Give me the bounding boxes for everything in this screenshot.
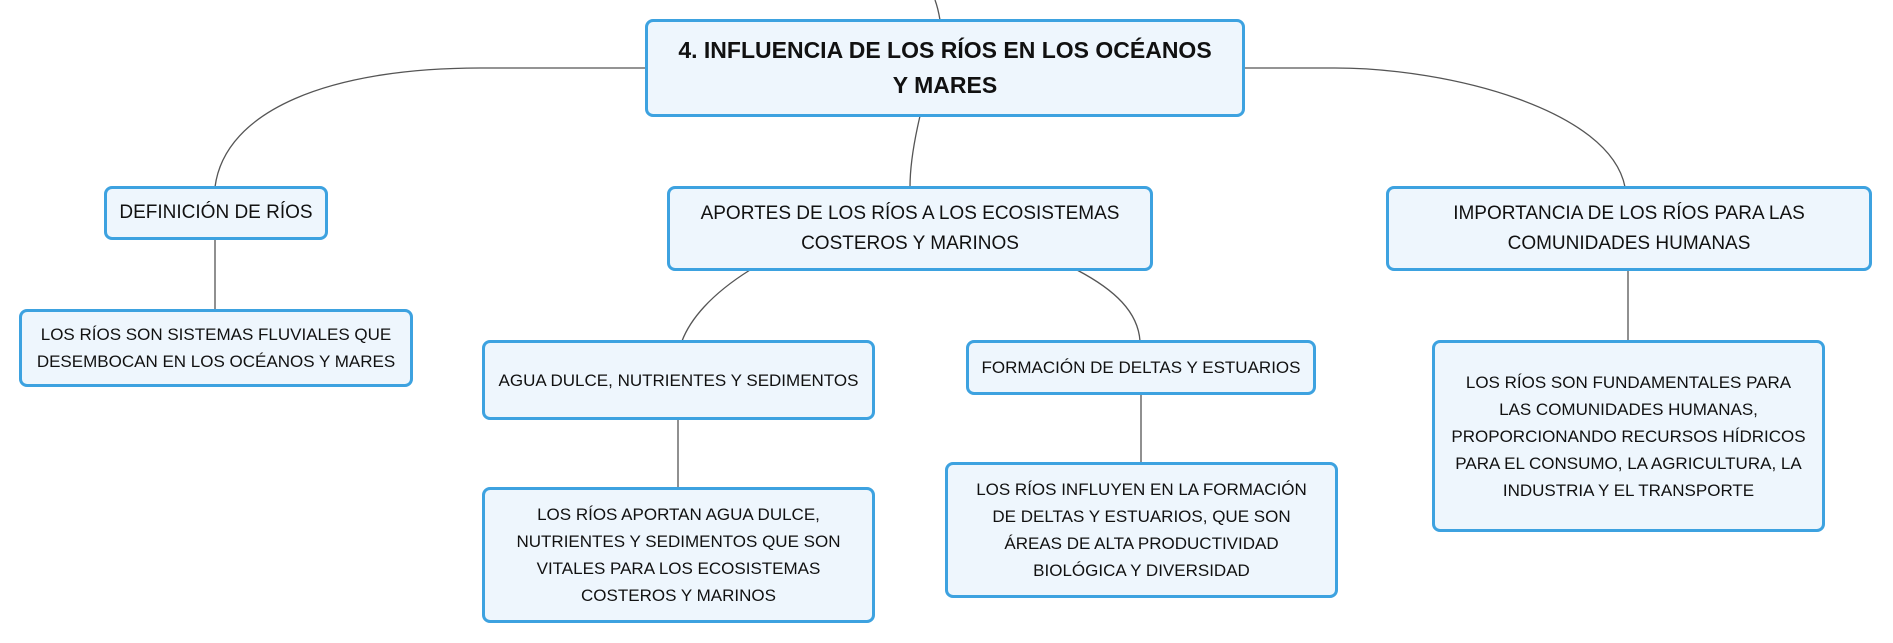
connector-root-to-definicion xyxy=(214,67,645,188)
root-topic[interactable]: 4. INFLUENCIA DE LOS RÍOS EN LOS OCÉANOS… xyxy=(645,19,1245,117)
topic-importancia[interactable]: IMPORTANCIA DE LOS RÍOS PARA LAS COMUNID… xyxy=(1386,186,1872,271)
subtopic-deltas[interactable]: FORMACIÓN DE DELTAS Y ESTUARIOS xyxy=(966,340,1316,395)
detail-definicion[interactable]: LOS RÍOS SON SISTEMAS FLUVIALES QUE DESE… xyxy=(19,309,413,387)
detail-importancia[interactable]: LOS RÍOS SON FUNDAMENTALES PARA LAS COMU… xyxy=(1432,340,1825,532)
topic-definicion[interactable]: DEFINICIÓN DE RÍOS xyxy=(104,186,328,240)
connector-parent-to-root xyxy=(934,0,941,21)
connector-aportes-to-deltas xyxy=(1076,269,1141,342)
topic-aportes-label: APORTES DE LOS RÍOS A LOS ECOSISTEMAS CO… xyxy=(700,202,1120,254)
topic-definicion-label: DEFINICIÓN DE RÍOS xyxy=(119,202,313,223)
detail-agua-text: LOS RÍOS APORTAN AGUA DULCE, NUTRIENTES … xyxy=(516,505,841,605)
connector-aportes-to-agua xyxy=(681,269,751,342)
detail-deltas[interactable]: LOS RÍOS INFLUYEN EN LA FORMACIÓN DE DEL… xyxy=(945,462,1338,598)
root-topic-label: 4. INFLUENCIA DE LOS RÍOS EN LOS OCÉANOS… xyxy=(678,37,1212,98)
subtopic-deltas-label: FORMACIÓN DE DELTAS Y ESTUARIOS xyxy=(981,358,1301,377)
topic-importancia-label: IMPORTANCIA DE LOS RÍOS PARA LAS COMUNID… xyxy=(1453,202,1805,254)
detail-importancia-text: LOS RÍOS SON FUNDAMENTALES PARA LAS COMU… xyxy=(1451,372,1806,500)
subtopic-agua[interactable]: AGUA DULCE, NUTRIENTES Y SEDIMENTOS xyxy=(482,340,875,420)
detail-deltas-text: LOS RÍOS INFLUYEN EN LA FORMACIÓN DE DEL… xyxy=(976,480,1307,580)
subtopic-agua-label: AGUA DULCE, NUTRIENTES Y SEDIMENTOS xyxy=(498,370,859,390)
detail-agua[interactable]: LOS RÍOS APORTAN AGUA DULCE, NUTRIENTES … xyxy=(482,487,875,623)
connector-root-to-importancia xyxy=(1245,67,1626,188)
topic-aportes[interactable]: APORTES DE LOS RÍOS A LOS ECOSISTEMAS CO… xyxy=(667,186,1153,271)
connector-root-to-aportes xyxy=(909,115,921,188)
detail-definicion-text: LOS RÍOS SON SISTEMAS FLUVIALES QUE DESE… xyxy=(36,325,396,371)
